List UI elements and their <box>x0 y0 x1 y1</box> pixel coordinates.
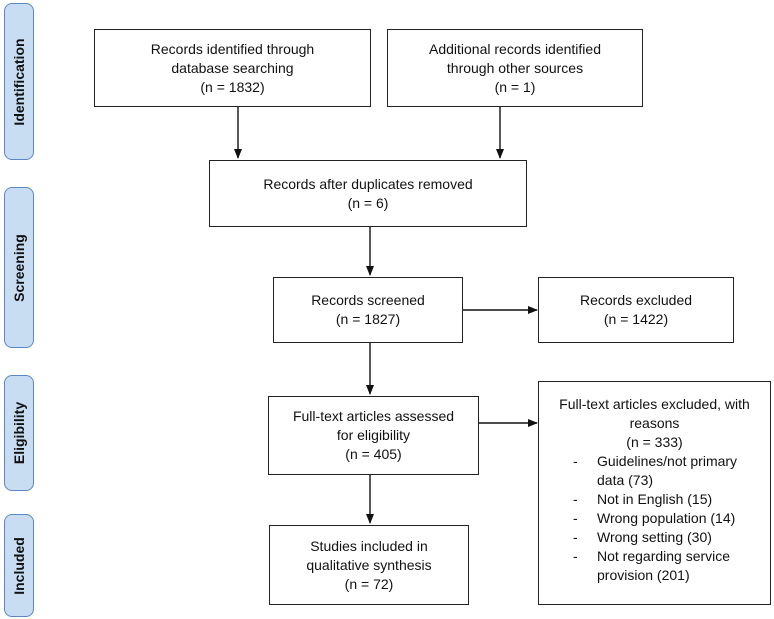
phase-identification: Identification <box>4 3 34 160</box>
exclusion-reason: Wrong setting (30) <box>569 528 766 547</box>
box-other-records: Additional records identified through ot… <box>387 29 643 107</box>
box-fulltext-assessed: Full-text articles assessed for eligibil… <box>268 396 479 475</box>
phase-eligibility: Eligibility <box>4 375 34 491</box>
exclusion-reason: Not regarding service provision (201) <box>569 547 766 585</box>
exclusion-reason: Wrong population (14) <box>569 509 766 528</box>
box-records-screened: Records screened (n = 1827) <box>273 277 463 343</box>
box-included-studies: Studies included in qualitative synthesi… <box>269 525 469 605</box>
exclusion-reason: Guidelines/not primary data (73) <box>569 452 766 490</box>
fulltext-excluded-heading: Full-text articles excluded, with reason… <box>559 396 750 450</box>
phase-included: Included <box>4 514 34 617</box>
phase-screening: Screening <box>4 187 34 348</box>
exclusion-reason: Not in English (15) <box>569 490 766 509</box>
box-records-excluded: Records excluded (n = 1422) <box>538 277 734 343</box>
box-duplicates-removed: Records after duplicates removed (n = 6) <box>209 160 527 227</box>
box-fulltext-excluded: Full-text articles excluded, with reason… <box>538 381 771 605</box>
exclusion-reasons-list: Guidelines/not primary data (73) Not in … <box>539 452 770 585</box>
box-database-records: Records identified through database sear… <box>94 29 371 107</box>
